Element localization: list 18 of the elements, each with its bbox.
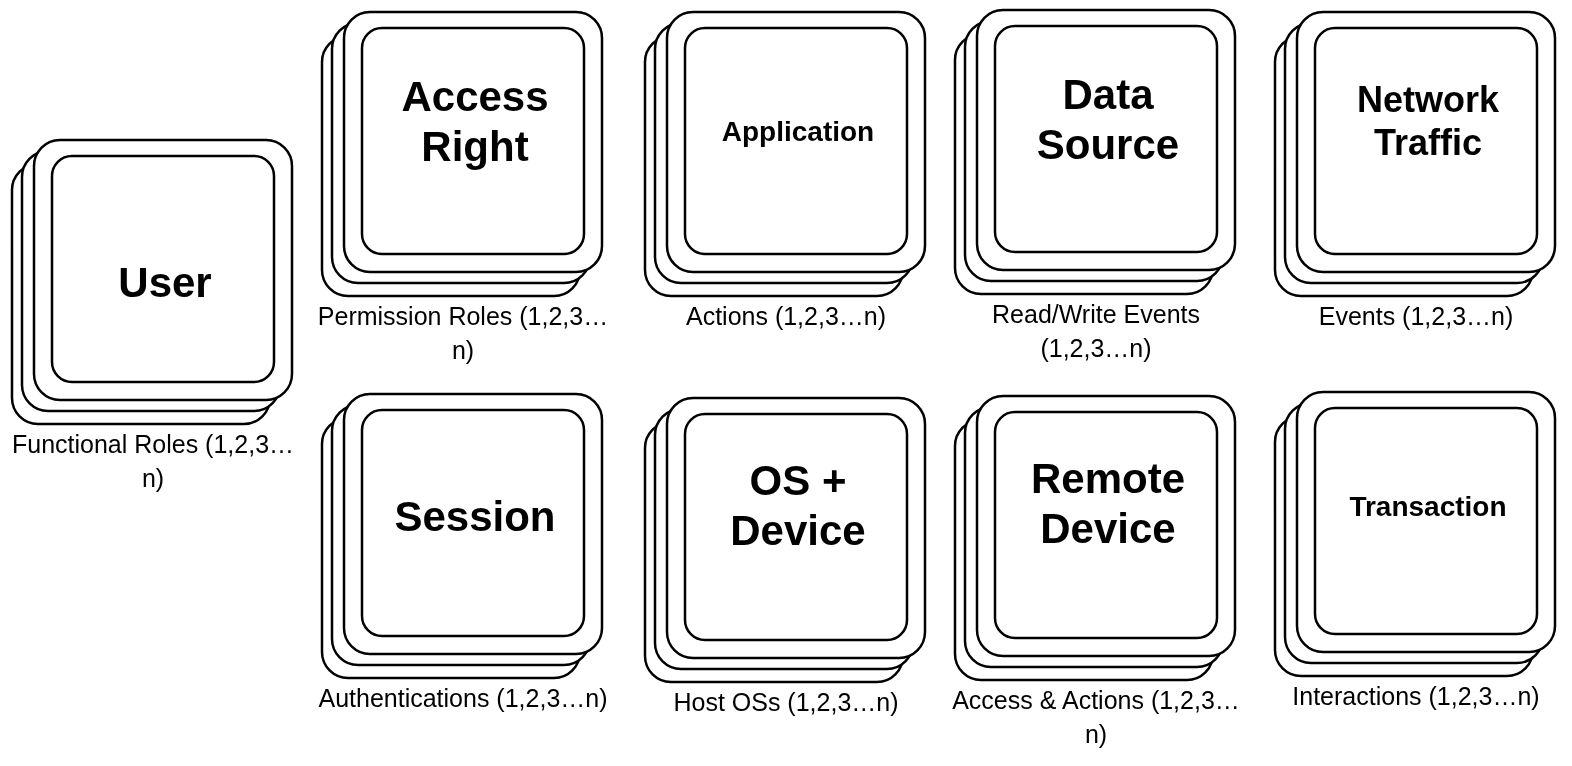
card-title: OS + Device [729,456,867,557]
card-caption: Read/Write Events (1,2,3…n) [991,299,1201,364]
card-caption: Authentications (1,2,3…n) [317,683,609,714]
card-caption: Events (1,2,3…n) [1317,301,1515,332]
card-title: Transaction [1348,490,1508,524]
card-title: Application [720,115,876,149]
card-title: Remote Device [1029,454,1186,555]
card-caption: Access & Actions (1,2,3…n) [951,685,1241,750]
card-title: Data Source [1035,70,1181,171]
card-title: User [117,258,213,308]
card-title: Network Traffic [1356,78,1500,165]
card-title: Session [393,492,557,542]
card-caption: Host OSs (1,2,3…n) [672,687,900,718]
card-title: Access Right [400,72,550,173]
card-caption: Functional Roles (1,2,3…n) [10,429,296,494]
card-caption: Interactions (1,2,3…n) [1291,681,1541,712]
card-caption: Permission Roles (1,2,3…n) [316,301,610,366]
card-caption: Actions (1,2,3…n) [684,301,888,332]
